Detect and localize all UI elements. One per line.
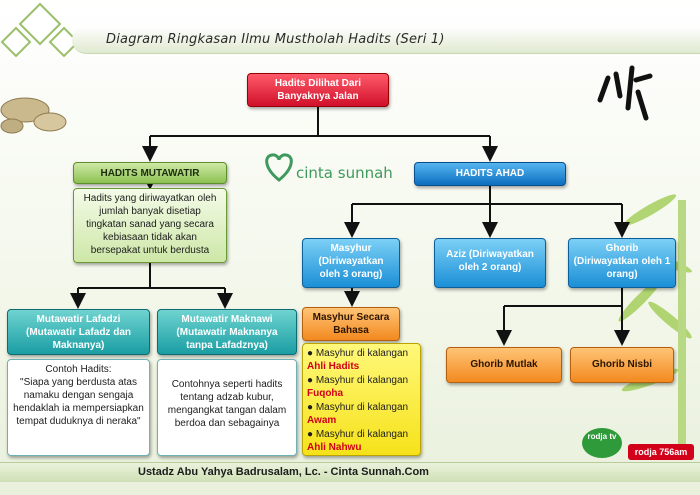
decoration-diamonds: [0, 2, 80, 58]
node-aziz: Aziz (Diriwayatkan oleh 2 orang): [434, 238, 546, 288]
node-hadits-mutawatir: HADITS MUTAWATIR: [73, 162, 227, 184]
node-masyhur: Masyhur (Diriwayatkan oleh 3 orang): [302, 238, 400, 288]
highlight-text: Ahli Nahwu: [307, 442, 362, 453]
node-hadits-ahad: HADITS AHAD: [414, 162, 566, 186]
stones-decoration: [0, 97, 67, 134]
node-ghorib-nisbi: Ghorib Nisbi: [570, 347, 674, 383]
node-ghorib: Ghorib (Diriwayatkan oleh 1 orang): [568, 238, 676, 288]
node-mutawatir-lafadzi: Mutawatir Lafadzi (Mutawatir Lafadz dan …: [7, 309, 150, 355]
example-title: Contoh Hadits:: [45, 364, 112, 375]
diamond-shape: [0, 26, 32, 58]
example-text: "Siapa yang berdusta atas namaku dengan …: [13, 377, 144, 427]
highlight-text: Ahli Hadits: [307, 361, 360, 372]
list-item: ● Masyhur di kalangan Fuqoha: [307, 375, 409, 399]
diamond-shape: [18, 2, 62, 46]
rodja-tv-logo: rodja tv: [582, 428, 622, 458]
footer-credit: Ustadz Abu Yahya Badrusalam, Lc. - Cinta…: [138, 466, 429, 478]
list-item: ● Masyhur di kalangan Ahli Hadits: [307, 348, 409, 372]
list-item: ● Masyhur di kalangan Awam: [307, 402, 409, 426]
node-masyhur-secara-bahasa: Masyhur Secara Bahasa: [302, 307, 400, 341]
logo-text: cinta sunnah: [296, 164, 393, 182]
footer-bar: [0, 462, 700, 482]
node-mutawatir-maknawi: Mutawatir Maknawi (Mutawatir Maknanya ta…: [157, 309, 297, 355]
highlight-text: Awam: [307, 415, 337, 426]
node-maknawi-example: Contohnya seperti hadits tentang adzab k…: [157, 359, 297, 456]
list-item: ● Masyhur di kalangan Ahli Nahwu: [307, 429, 409, 453]
node-mutawatir-definition: Hadits yang diriwayatkan oleh jumlah ban…: [73, 188, 227, 263]
title-bar: [72, 26, 700, 54]
node-lafadzi-example: Contoh Hadits: "Siapa yang berdusta atas…: [7, 359, 150, 456]
page-title: Diagram Ringkasan Ilmu Mustholah Hadits …: [106, 32, 445, 47]
node-ghorib-mutlak: Ghorib Mutlak: [446, 347, 562, 383]
rodja-radio-logo: rodja 756am: [628, 444, 694, 460]
cinta-sunnah-logo-icon: [265, 153, 293, 182]
highlight-text: Fuqoha: [307, 388, 344, 399]
node-root: Hadits Dilihat Dari Banyaknya Jalan: [247, 73, 389, 107]
node-masyhur-list: ● Masyhur di kalangan Ahli Hadits ● Masy…: [302, 343, 421, 456]
